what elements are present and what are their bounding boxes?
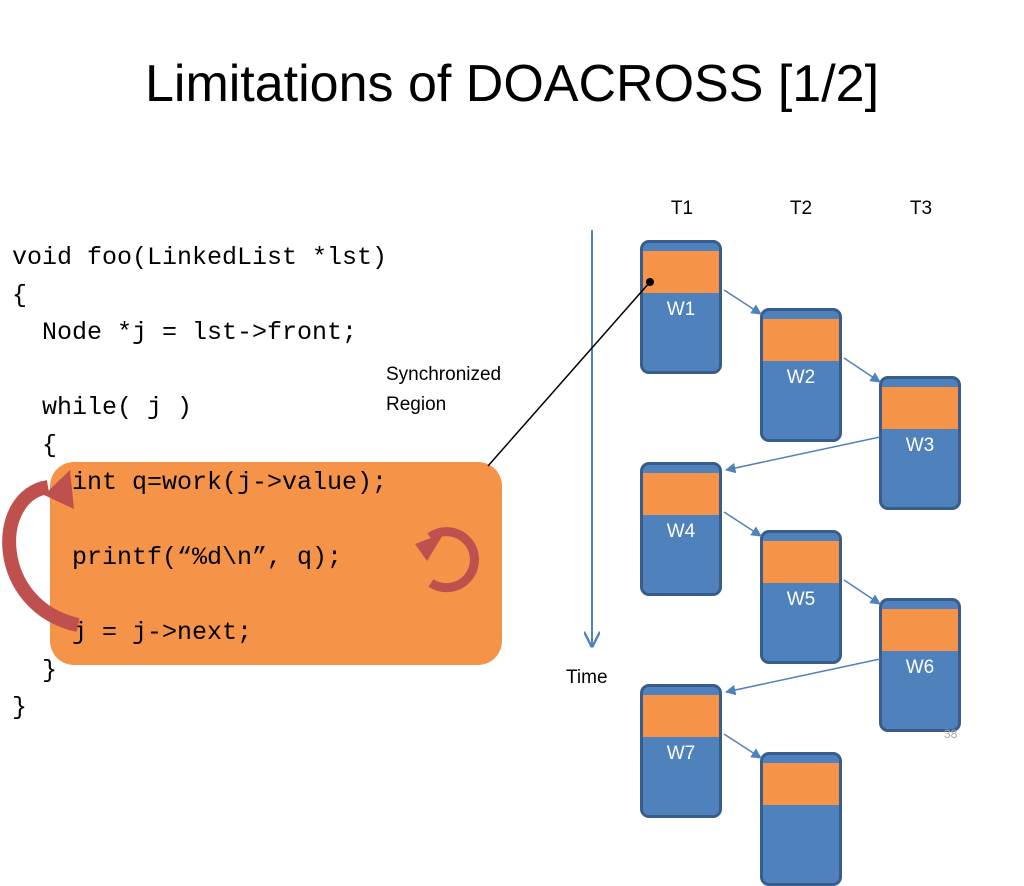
dependency-arrow-w2-w3 xyxy=(843,357,881,383)
work-label: W2 xyxy=(786,367,816,388)
thread-label-t2: T2 xyxy=(789,198,813,219)
work-sync-region xyxy=(763,541,839,583)
sync-label-line1: Synchronized xyxy=(386,364,502,385)
loop-back-arrowhead xyxy=(44,470,74,509)
code-line: Node *j = lst->front; xyxy=(12,318,358,347)
synchronized-region-label: Synchronized Region xyxy=(386,360,501,420)
callout-line xyxy=(487,281,651,467)
work-block-w3: W3 xyxy=(879,376,961,510)
work-sync-region xyxy=(763,763,839,805)
time-axis-label: Time xyxy=(566,667,608,688)
callout-dot xyxy=(646,278,654,286)
work-block-w1: W1 xyxy=(640,240,722,374)
work-sync-region xyxy=(643,473,719,515)
work-label: W6 xyxy=(905,657,935,678)
thread-label-t3: T3 xyxy=(909,198,933,219)
work-block-w8 xyxy=(760,752,842,886)
work-label: W7 xyxy=(666,743,696,764)
dependency-arrow-w3-w4 xyxy=(724,436,881,474)
work-block-w4: W4 xyxy=(640,462,722,596)
sync-label-line2: Region xyxy=(386,394,447,415)
work-sync-region xyxy=(882,609,958,651)
work-sync-region xyxy=(643,251,719,293)
work-label: W5 xyxy=(786,589,816,610)
code-line: int q=work(j->value); xyxy=(12,468,388,497)
small-cycle-arrowhead xyxy=(415,533,444,561)
code-line: j = j->next; xyxy=(12,618,253,647)
small-cycle-arrow xyxy=(427,527,479,593)
code-line: { xyxy=(12,281,28,310)
work-sync-region xyxy=(882,387,958,429)
diagram-arrows xyxy=(2,230,881,759)
work-block-w5: W5 xyxy=(760,530,842,664)
code-line: void foo(LinkedList *lst) xyxy=(12,243,388,272)
work-label: W1 xyxy=(666,299,696,320)
code-line: { xyxy=(12,431,58,460)
work-label: W3 xyxy=(905,435,935,456)
code-line: printf(“%d\n”, q); xyxy=(12,543,343,572)
dependency-arrow-w1-w2 xyxy=(723,289,762,315)
loop-back-arrow xyxy=(2,480,80,632)
slide-page-number: 38 xyxy=(944,727,958,741)
dependency-arrow-w7-w8 xyxy=(723,733,762,759)
dependency-arrow-w6-w7 xyxy=(724,658,881,696)
thread-label-t1: T1 xyxy=(670,198,694,219)
code-line: } xyxy=(12,693,28,722)
work-block-w2: W2 xyxy=(760,308,842,442)
code-line: while( j ) xyxy=(12,393,193,422)
code-line: } xyxy=(12,656,58,685)
slide-title: Limitations of DOACROSS [1/2] xyxy=(144,55,880,113)
dependency-arrow-w4-w5 xyxy=(723,511,762,537)
dependency-arrow-w5-w6 xyxy=(843,579,881,605)
work-sync-region xyxy=(763,319,839,361)
work-label: W4 xyxy=(666,521,696,542)
synchronized-region-highlight xyxy=(50,462,502,665)
work-block-w6: W6 xyxy=(879,598,961,732)
work-sync-region xyxy=(643,695,719,737)
